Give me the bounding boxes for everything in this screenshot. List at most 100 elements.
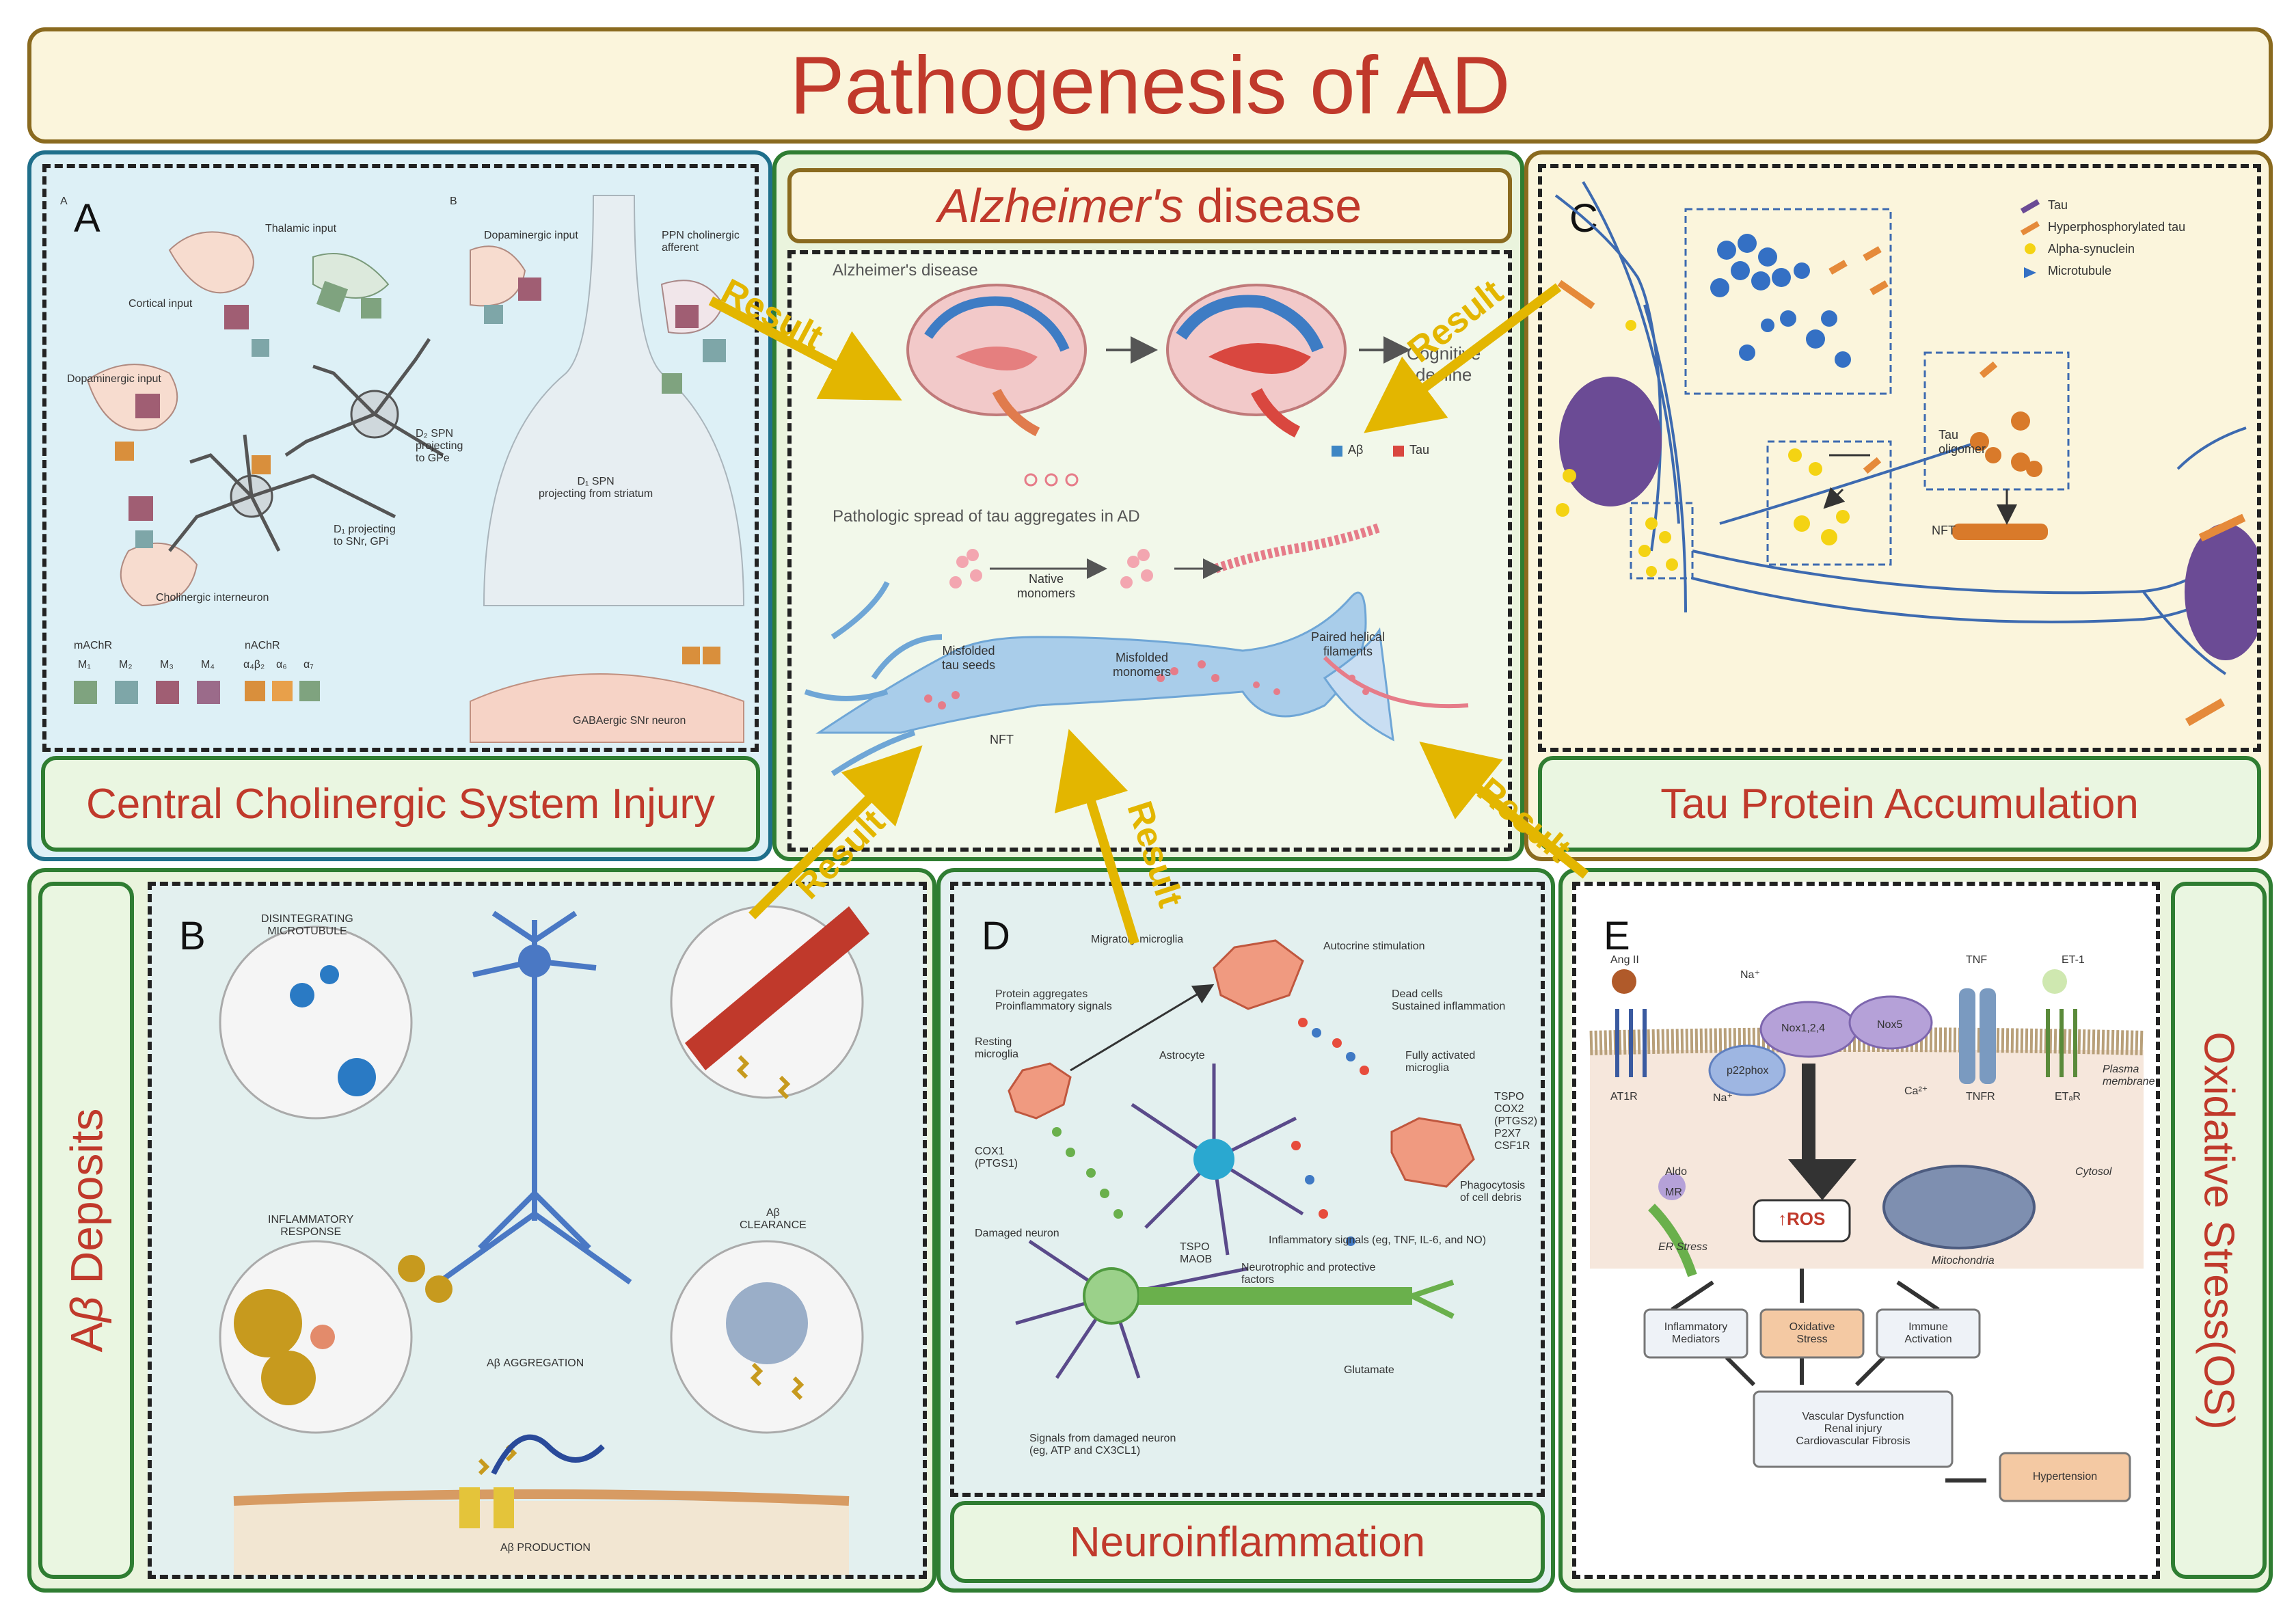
panel-b-title-a: A [61,1322,111,1353]
label-immune-activation: Immune Activation [1904,1321,1952,1345]
label-fully-activated: Fully activated microglia [1405,1050,1476,1074]
cholinergic-figure [74,195,745,743]
panel-center: Alzheimer's disease Alzheimer's disease [772,150,1524,861]
legend-microtubule: Microtubule [2048,264,2112,278]
striatum-circuit [86,231,444,607]
label-dopaminergic: Dopaminergic input [67,373,161,385]
label-sub-b: B [450,195,457,207]
label-tspo-maob: TSPO MAOB [1180,1241,1213,1265]
label-damaged-neuron: Damaged neuron [975,1228,1059,1239]
label-signals-damaged: Signals from damaged neuron (eg, ATP and… [1029,1433,1176,1457]
label-d1-spn: D₁ SPN projecting from striatum [539,476,653,500]
label-mr: MR [1665,1187,1682,1198]
label-tau-oligomer: Tau oligomer [1939,428,1986,456]
brain-right [1166,284,1347,438]
label-etar: ETₐR [2055,1091,2081,1102]
label-center-nft: NFT [990,733,1014,746]
oxidative-stress-figure [1589,969,2144,1502]
center-header: Alzheimer's disease [787,168,1512,243]
label-a4b2: α₄β₂ [243,659,265,671]
label-er-stress: ER Stress [1658,1241,1708,1253]
panel-d-figure: D Migratory mi [950,882,1545,1497]
panel-b-letter: B [179,914,206,958]
label-migratory: Migratory microglia [1091,934,1184,945]
label-thalamic: Thalamic input [265,223,337,234]
label-ros: ↑ROS [1778,1208,1826,1229]
panel-b-title: Aβ Deposits [38,882,134,1579]
panel-c-title: Tau Protein Accumulation [1538,756,2261,852]
label-na-bottom: Na⁺ [1713,1092,1733,1104]
label-cox1: COX1 (PTGS1) [975,1146,1018,1169]
label-oxidative-stress: Oxidative Stress [1789,1321,1835,1345]
label-vascular-dysfunction: Vascular Dysfunction Renal injury Cardio… [1796,1411,1910,1447]
label-dopaminergic-b: Dopaminergic input [484,230,578,241]
label-m1: M₁ [78,659,91,671]
panel-b: Aβ Deposits B [27,868,936,1593]
label-tnfr: TNFR [1966,1091,1995,1102]
panel-b-title-rest: Deposits [61,1108,111,1297]
label-inflammatory-mediators: Inflammatory Mediators [1664,1321,1728,1345]
panel-e-figure: E Ang II Na⁺ TNF ET- [1572,882,2160,1579]
label-m4: M₄ [201,659,215,671]
label-na-top: Na⁺ [1740,969,1760,981]
title-banner: Pathogenesis of AD [27,27,2273,144]
label-ppn: PPN cholinergic afferent [662,230,740,254]
label-gaba: GABAergic SNr neuron [573,715,686,727]
label-inflammatory-signals: Inflammatory signals (eg, TNF, IL-6, and… [1269,1234,1487,1246]
label-nox5: Nox5 [1877,1019,1903,1031]
panel-b-title-beta: β [61,1296,111,1323]
receptor-legend [74,681,320,704]
label-dead-cells: Dead cells Sustained inflammation [1392,988,1506,1012]
label-panel-c-nft: NFT [1932,524,1956,537]
label-machr: mAChR [74,640,113,651]
label-nachr: nAChR [245,640,280,651]
label-clearance: Aβ CLEARANCE [740,1207,807,1231]
label-native-monomers: Native monomers [1017,572,1076,600]
label-cholinergic-interneuron: Cholinergic interneuron [156,592,269,604]
label-protein-aggregates: Protein aggregates Proinflammatory signa… [995,988,1112,1012]
panel-d-letter: D [982,914,1010,958]
label-production: Aβ PRODUCTION [500,1542,591,1554]
brain-left [906,284,1087,437]
panel-a-figure: A [42,164,759,752]
label-aggregation: Aβ AGGREGATION [487,1357,584,1369]
panel-e-title: Oxidative Stress(OS) [2171,882,2267,1579]
panel-e-letter: E [1604,914,1630,958]
label-astrocyte: Astrocyte [1159,1050,1205,1061]
panel-a-title: Central Cholinergic System Injury [41,756,760,852]
page-title: Pathogenesis of AD [789,40,1511,131]
label-at1r: AT1R [1610,1091,1638,1102]
label-m3: M₃ [160,659,174,671]
label-et1: ET-1 [2062,954,2085,966]
label-p22phox: p22phox [1727,1065,1769,1077]
label-m2: M₂ [119,659,133,671]
label-resting: Resting microglia [975,1036,1019,1060]
legend-hyperphosphorylated: Hyperphosphorylated tau [2048,220,2186,234]
panel-b-figure: B DISINT [148,882,927,1579]
legend-ab: Aβ [1348,443,1364,457]
label-d1-projecting: D₁ projecting to SNr, GPi [334,524,396,547]
label-mitochondria: Mitochondria [1932,1255,1995,1267]
label-glutamate: Glutamate [1344,1364,1394,1376]
label-sub-a: A [60,195,68,207]
panel-e: E Ang II Na⁺ TNF ET- [1558,868,2273,1593]
panel-a-letter: A [74,196,100,241]
panel-c-figure: C [1538,164,2261,752]
label-neurotrophic: Neurotrophic and protective factors [1241,1262,1376,1286]
label-cortical: Cortical input [129,298,193,310]
label-markers: TSPO COX2 (PTGS2) P2X7 CSF1R [1494,1091,1538,1152]
center-header-rest: disease [1183,179,1362,232]
tau-accumulation-figure [1554,180,2257,727]
label-ca: Ca²⁺ [1904,1085,1928,1097]
panel-c: C [1524,150,2273,861]
label-disintegrating: DISINTEGRATING MICROTUBULE [261,913,353,937]
label-hypertension: Hypertension [2032,1471,2098,1483]
ad-brain-figure [804,284,1469,776]
label-d2-spn: D₂ SPN projecting to GPe [416,428,463,464]
center-header-italic: Alzheimer's [937,179,1184,232]
legend-alpha-synuclein: Alpha-synuclein [2048,242,2135,256]
center-figure-title: Alzheimer's disease [833,261,978,280]
center-figure: Alzheimer's disease [787,250,1512,852]
label-inflammatory: INFLAMMATORY RESPONSE [268,1214,354,1238]
label-aldo: Aldo [1665,1166,1688,1178]
